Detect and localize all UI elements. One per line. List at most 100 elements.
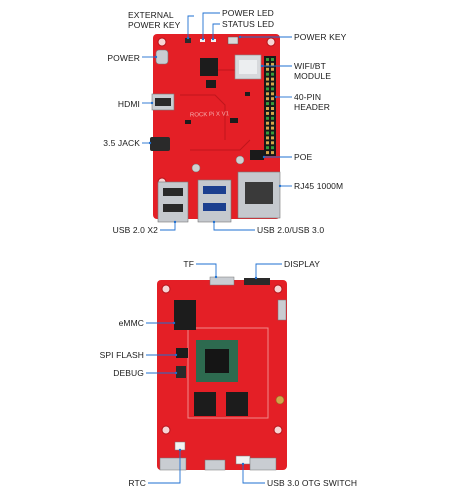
gpio-pin [271,77,274,81]
mounting-hole [266,37,276,47]
gpio-pin [271,87,274,91]
gpio-pin [266,141,269,145]
gpio-pin [266,136,269,140]
gpio-pin [266,121,269,125]
gpio-header [264,56,276,156]
side-connector [277,299,287,321]
gpio-pin [271,151,274,155]
leader-external-power-key [187,15,194,38]
leader-usb-2-0-x2 [160,222,176,231]
mounting-hole [161,284,171,294]
gpio-pin [271,126,274,130]
debug-header [176,366,186,378]
gpio-pin [271,116,274,120]
rtc-connector [174,441,186,451]
gpio-pin [271,131,274,135]
gpio-pin [271,107,274,110]
gpio-pin [271,102,274,106]
leader-40-pin-header-end [274,95,278,99]
label-usb-2-0-x2: USB 2.0 X2 [112,225,158,235]
leader-status-led [212,23,220,39]
label-power-key: POWER KEY [294,32,347,42]
cpu-die [205,349,229,373]
ram-chip [226,392,248,416]
leader-power-key-end [238,35,242,39]
power-key-component [227,36,239,45]
top-board [150,34,281,223]
bottom-board [157,276,287,471]
otg-switch [235,455,251,465]
power-connector [155,49,169,65]
mounting-hole [273,284,283,294]
bottom-port [249,457,277,471]
label-3-5-jack: 3.5 JACK [103,138,140,148]
leader-external-power-key-end [186,36,190,40]
gpio-pin [271,92,274,96]
hdmi-connector-slot [155,98,171,106]
gpio-pin [266,146,269,150]
leader-usb-2-0-3-0 [213,222,255,231]
label-spi-flash: SPI FLASH [99,350,144,360]
gpio-pin [271,97,274,101]
label-wifi-bt-module: WIFI/BT MODULE [294,61,331,81]
gpio-header-base [264,56,276,156]
leader-rtc-end [178,448,182,452]
top-chip-small [206,80,216,88]
label-emmc: eMMC [118,318,144,328]
gpio-pin [266,67,269,71]
gpio-pin [266,151,269,155]
leader-power-led-end [201,37,205,41]
leader-tf [196,263,217,277]
gpio-pin [266,82,269,86]
usb20-port [163,204,183,212]
mounting-hole [161,425,171,435]
leader-display [255,263,282,278]
gpio-pin [271,62,274,66]
gpio-pin [271,72,274,76]
usb20-port [163,188,183,196]
label-external-power-key: EXTERNAL POWER KEY [128,10,181,30]
label-status-led: STATUS LED [222,19,275,29]
bottom-port [159,457,187,471]
leader-spi-flash-end [174,353,178,357]
gpio-pin [266,58,269,61]
label-power: POWER [107,53,140,63]
leader-display-end [254,276,258,280]
gpio-pin [271,141,274,145]
leader-3-5-jack-end [148,141,152,145]
label-poe: POE [294,152,313,162]
leader-usb-2-0-x2-end [173,220,177,224]
gpio-pin [266,102,269,106]
gpio-pin [271,146,274,150]
smd-component [230,118,238,123]
label-display: DISPLAY [284,259,320,269]
spi-flash-chip [176,348,188,358]
power-led-component [200,39,205,42]
gpio-pins [266,58,274,155]
gpio-pin [266,87,269,91]
leader-power-led [202,12,220,39]
label-40-pin-header: 40-PIN HEADER [294,92,331,112]
wifi-bt-module-label [239,60,257,74]
label-debug: DEBUG [113,368,144,378]
gpio-pin [271,111,274,115]
usb30-port [203,186,226,194]
rj45-socket [245,182,273,204]
gpio-pin [266,92,269,96]
pcb-trace [190,139,251,151]
leader-poe-end [262,155,266,159]
leader-emmc-end [172,321,176,325]
pcb-outline [187,327,269,419]
bottom-port-small [204,459,226,471]
gpio-pin [266,97,269,101]
leader-tf-end [214,275,218,279]
leader-usb-3-0-otg-switch [242,464,265,484]
tf-slot [209,276,235,286]
gpio-pin [266,72,269,76]
label-usb-3-0-otg-switch: USB 3.0 OTG SWITCH [267,478,358,488]
gpio-pin [266,126,269,130]
leader-power-end [154,55,158,59]
label-tf: TF [183,259,194,269]
mounting-hole [157,37,167,47]
